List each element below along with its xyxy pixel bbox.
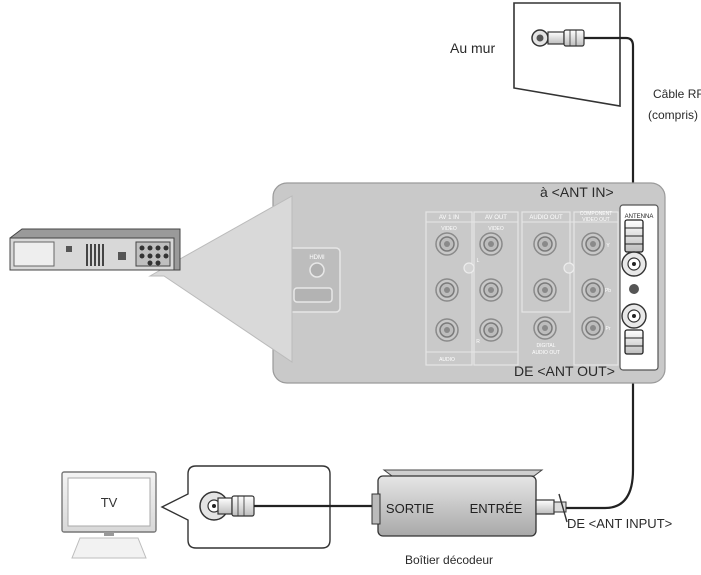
ant-in-label: à <ANT IN> bbox=[540, 184, 614, 200]
cable-label-line2: (compris) bbox=[648, 108, 698, 122]
box-out-label: SORTIE bbox=[386, 501, 434, 516]
antenna-label: ANTENNA bbox=[625, 214, 654, 220]
pb-label: Pb bbox=[605, 288, 611, 294]
pr-label: Pr bbox=[606, 326, 611, 332]
tv bbox=[61, 471, 157, 559]
av1-in-label: AV 1 IN bbox=[439, 215, 459, 221]
tv-input-callout bbox=[160, 465, 331, 549]
av-out-label: AV OUT bbox=[485, 215, 507, 221]
digital-label-2: AUDIO OUT bbox=[532, 350, 560, 356]
r-label: R bbox=[476, 339, 480, 345]
component-label-1: COMPONENT bbox=[580, 211, 613, 217]
ant-out-label: DE <ANT OUT> bbox=[514, 363, 615, 379]
dvd-device bbox=[9, 228, 181, 271]
box-caption: Boîtier décodeur bbox=[405, 553, 494, 567]
cable-label-line1: Câble RF bbox=[653, 87, 701, 101]
rf-cable bbox=[565, 36, 635, 510]
audio-out-label: AUDIO OUT bbox=[529, 215, 563, 221]
video2-label: VIDEO bbox=[488, 226, 504, 232]
hdmi-label: HDMI bbox=[309, 255, 325, 261]
audio-label: AUDIO bbox=[439, 357, 455, 363]
wall-label: Au mur bbox=[450, 40, 496, 56]
zoom-wedge bbox=[148, 195, 293, 363]
wall-outlet bbox=[513, 2, 621, 107]
l-label: L bbox=[477, 258, 480, 264]
ant-input-label: DE <ANT INPUT> bbox=[567, 516, 673, 531]
panel-labels: HDMI AV 1 IN AV OUT VIDEO VIDEO AUDIO OU… bbox=[309, 211, 653, 363]
rear-panel bbox=[272, 182, 666, 384]
box-in-label: ENTRÉE bbox=[470, 501, 523, 516]
y-label: Y bbox=[606, 243, 610, 249]
set-top-box bbox=[371, 469, 568, 537]
component-label-2: VIDEO OUT bbox=[582, 217, 610, 223]
video1-label: VIDEO bbox=[441, 226, 457, 232]
tv-label: TV bbox=[101, 495, 118, 510]
digital-label-1: DIGITAL bbox=[536, 343, 555, 349]
